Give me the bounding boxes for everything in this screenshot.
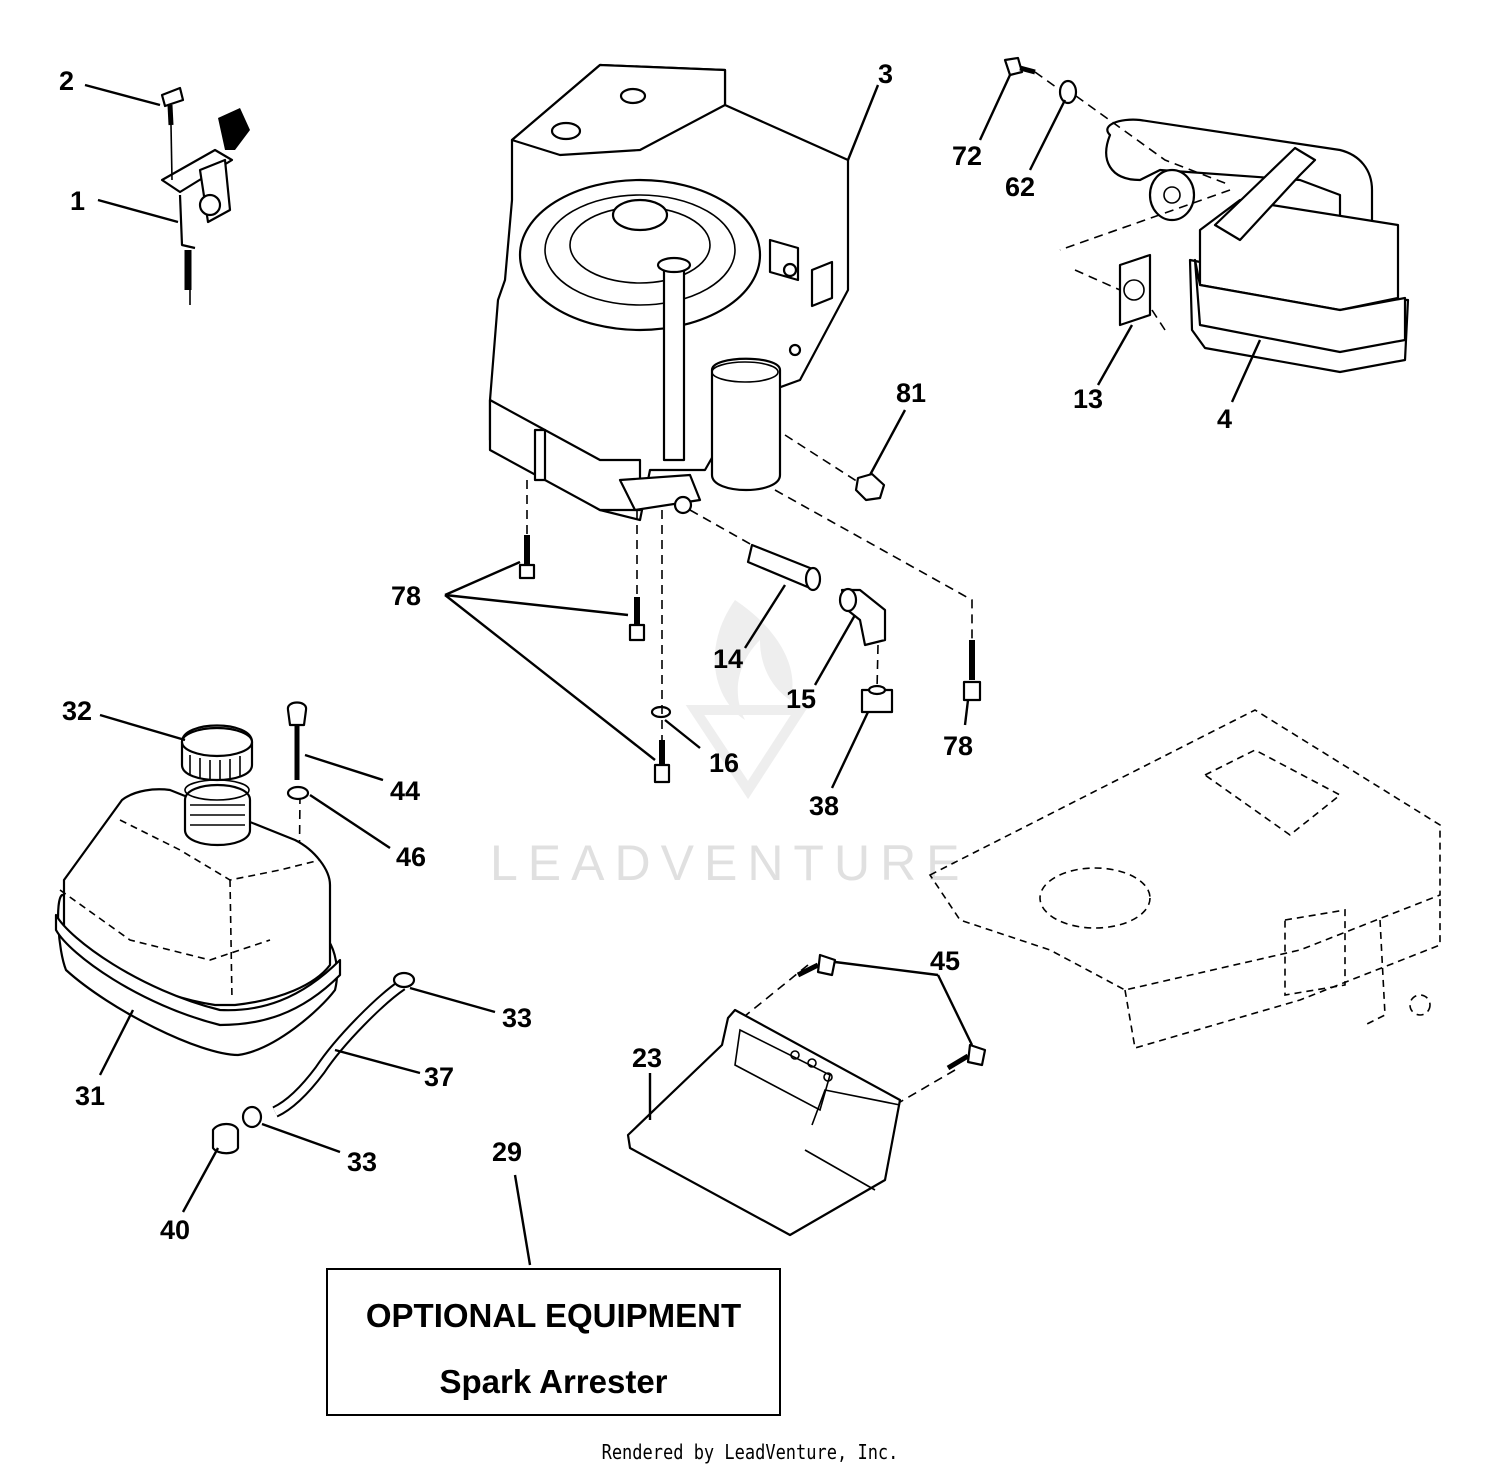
callout-62: 62: [1005, 172, 1035, 202]
callout-29: 29: [492, 1137, 522, 1167]
fuel-line: [211, 971, 416, 1155]
callout-37: 37: [424, 1062, 454, 1092]
callout-78-right: 78: [943, 731, 973, 761]
tank-screw-and-washer: [286, 701, 310, 801]
leader-lines: [84, 74, 1262, 1266]
watermark-text: LEADVENTURE: [490, 835, 970, 891]
callout-38: 38: [809, 791, 839, 821]
optional-equipment-title: OPTIONAL EQUIPMENT: [365, 1297, 742, 1334]
nut: [854, 472, 886, 502]
callout-31: 31: [75, 1081, 105, 1111]
spark-arrester-label: Spark Arrester: [439, 1363, 668, 1400]
callout-45: 45: [930, 946, 960, 976]
oil-drain-fittings: [650, 543, 894, 719]
muffler: [1105, 118, 1410, 374]
footer-credit: Rendered by LeadVenture, Inc.: [601, 1440, 899, 1464]
callout-1: 1: [70, 186, 85, 216]
callout-44: 44: [390, 776, 420, 806]
fuel-cap: [180, 724, 254, 781]
bolt-and-washer: [1003, 56, 1078, 105]
throttle-control: [160, 86, 250, 305]
callout-33-lower: 33: [347, 1147, 377, 1177]
frame: [928, 709, 1441, 1050]
callout-3: 3: [878, 59, 893, 89]
callout-33-upper: 33: [502, 1003, 532, 1033]
callout-32: 32: [62, 696, 92, 726]
callout-4: 4: [1217, 404, 1232, 434]
callout-2: 2: [59, 66, 74, 96]
engine-bolts: [518, 535, 982, 784]
fuel-tank: [54, 779, 342, 1057]
callout-23: 23: [632, 1043, 662, 1073]
gasket: [1118, 253, 1152, 327]
callout-16: 16: [709, 748, 739, 778]
callout-15: 15: [786, 684, 816, 714]
callout-81: 81: [896, 378, 926, 408]
optional-equipment-box: OPTIONAL EQUIPMENT Spark Arrester: [326, 1268, 781, 1416]
callout-46: 46: [396, 842, 426, 872]
callout-78-left: 78: [391, 581, 421, 611]
callout-13: 13: [1073, 384, 1103, 414]
heat-shield: [626, 953, 987, 1237]
callout-72: 72: [952, 141, 982, 171]
callout-numbers: 2 1 3 72 62 13 4 81 78 14 15 78 16 38 32…: [59, 59, 1232, 1245]
callout-14: 14: [713, 644, 743, 674]
callout-40: 40: [160, 1215, 190, 1245]
watermark-logo: [685, 600, 810, 800]
engine: [488, 63, 850, 522]
